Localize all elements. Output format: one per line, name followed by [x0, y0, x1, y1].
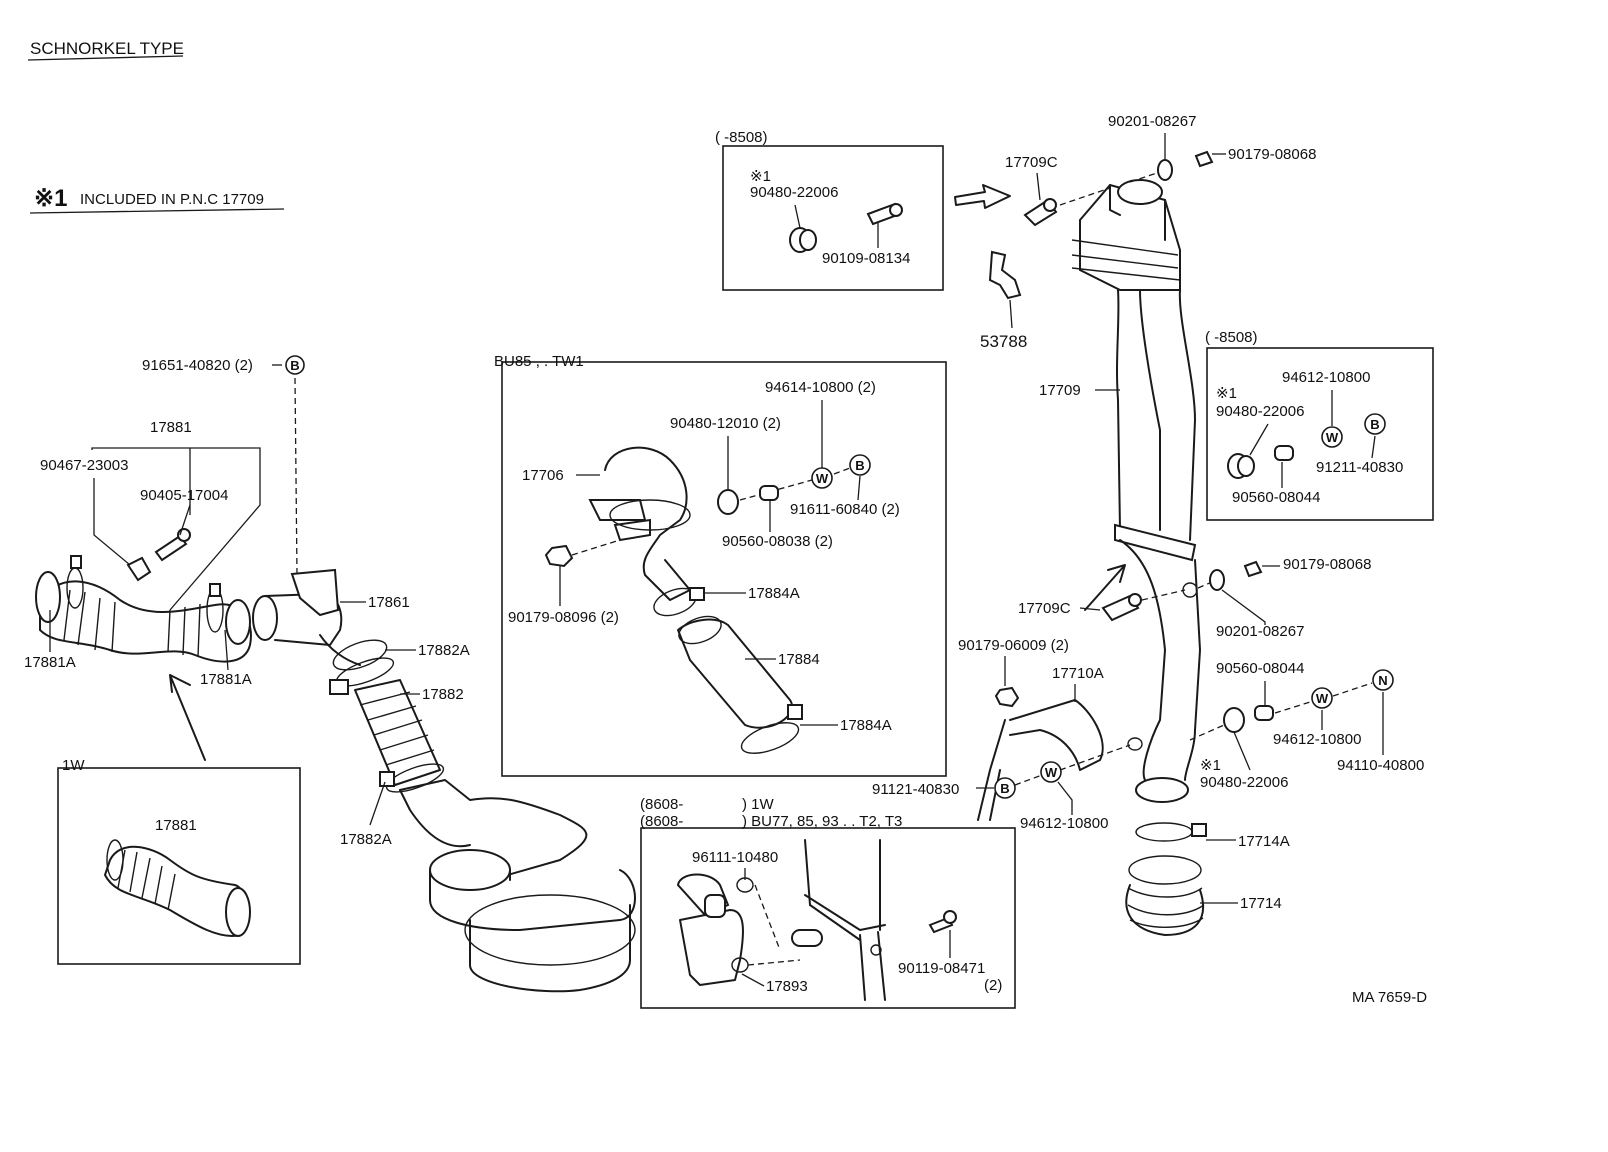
badge-b-1-text: B — [290, 358, 299, 373]
label-17714: 17714 — [1240, 895, 1282, 912]
box-top-90109-08134: 90109-08134 — [822, 250, 910, 267]
box-top-center: ( -8508) ※1 90480-22006 90109-08134 — [715, 129, 1011, 291]
box-right-94612: 94612-10800 — [1282, 369, 1370, 386]
box-right-90560: 90560-08044 — [1232, 489, 1320, 506]
box-right-90480: 90480-22006 — [1216, 403, 1304, 420]
box-bottom-90119-qty: (2) — [984, 977, 1002, 994]
badge-b-2: B — [849, 454, 871, 476]
label-90201-08267-mid: 90201-08267 — [1216, 623, 1304, 640]
box-bu85-90179: 90179-08096 (2) — [508, 609, 619, 626]
badge-w-2-text: W — [1316, 691, 1329, 706]
label-17709: 17709 — [1039, 382, 1081, 399]
box-bu85-91611: 91611-60840 (2) — [790, 501, 900, 518]
box-bu85-90560: 90560-08038 (2) — [722, 533, 833, 550]
box-bu85-title: BU85 , . TW1 — [494, 353, 584, 370]
badge-w-1: W — [811, 467, 833, 489]
label-94612-10800-b: 94612-10800 — [1020, 815, 1108, 832]
label-17709C-top: 17709C — [1005, 154, 1058, 171]
box-bottom-17893: 17893 — [766, 978, 808, 995]
label-mark1-lower: ※1 — [1200, 757, 1221, 774]
label-17882A-bottom: 17882A — [340, 831, 392, 848]
box-1w-title: 1W — [62, 757, 85, 774]
label-17714A: 17714A — [1238, 833, 1290, 850]
badge-n-1-text: N — [1378, 673, 1387, 688]
label-90179-08068-top: 90179-08068 — [1228, 146, 1316, 163]
box-bottom-90119: 90119-08471 — [898, 960, 985, 977]
label-90405-17004: 90405-17004 — [140, 487, 228, 504]
label-17882: 17882 — [422, 686, 464, 703]
label-90560-08044: 90560-08044 — [1216, 660, 1304, 677]
label-17709C-mid: 17709C — [1018, 600, 1071, 617]
label-94612-10800-a: 94612-10800 — [1273, 731, 1361, 748]
badge-w-3-text: W — [1045, 765, 1058, 780]
badge-b-3: B — [994, 777, 1016, 799]
note-text: INCLUDED IN P.N.C 17709 — [80, 191, 264, 208]
box-top-90480-22006: 90480-22006 — [750, 184, 838, 201]
label-17710A: 17710A — [1052, 665, 1104, 682]
label-17861: 17861 — [368, 594, 410, 611]
label-90467-23003: 90467-23003 — [40, 457, 128, 474]
box-bu85-17884A-top: 17884A — [748, 585, 800, 602]
badge-w-1-text: W — [816, 471, 829, 486]
note-mark: ※1 — [34, 185, 67, 212]
box-bu85-90480: 90480-12010 (2) — [670, 415, 781, 432]
badge-b-4: B — [1364, 413, 1386, 435]
box-bottom-line2b: ) BU77, 85, 93 . . T2, T3 — [742, 813, 902, 830]
diagram-title: SCHNORKEL TYPE — [30, 39, 184, 58]
box-bu85-94614: 94614-10800 (2) — [765, 379, 876, 396]
badge-b-3-text: B — [1000, 781, 1009, 796]
box-bu85-17884: 17884 — [778, 651, 820, 668]
snorkel-assembly — [977, 150, 1373, 936]
label-53788: 53788 — [980, 332, 1027, 351]
label-17881A-mid: 17881A — [200, 671, 252, 688]
label-90201-08267-top: 90201-08267 — [1108, 113, 1196, 130]
box-bu85: BU85 , . TW1 94614-10800 (2) 90480-12010… — [494, 353, 947, 777]
badge-w-3: W — [1040, 761, 1062, 783]
drawing-code: MA 7659-D — [1352, 989, 1427, 1006]
label-90480-22006-lower: 90480-22006 — [1200, 774, 1288, 791]
box-right: ( -8508) 94612-10800 ※1 90480-22006 9121… — [1205, 329, 1434, 521]
box-bu85-17706: 17706 — [522, 467, 564, 484]
label-94110-40800: 94110-40800 — [1337, 757, 1424, 774]
badge-w-2: W — [1311, 687, 1333, 709]
box-bottom-line1a: (8608- — [640, 796, 683, 813]
box-bottom-line2a: (8608- — [640, 813, 683, 830]
box-bottom-96111: 96111-10480 — [692, 849, 778, 866]
badge-b-2-text: B — [855, 458, 864, 473]
box-right-91211: 91211-40830 — [1316, 459, 1403, 476]
left-intake-hose-assembly — [35, 377, 636, 993]
box-right-range: ( -8508) — [1205, 329, 1258, 346]
box-top-mark: ※1 — [750, 168, 771, 185]
badge-b-4-text: B — [1370, 417, 1379, 432]
badge-w-4: W — [1321, 426, 1343, 448]
label-17881: 17881 — [150, 419, 192, 436]
label-17881A-left: 17881A — [24, 654, 76, 671]
box-bottom: (8608- ) 1W (8608- ) BU77, 85, 93 . . T2… — [640, 796, 1016, 1009]
box-right-mark: ※1 — [1216, 385, 1237, 402]
label-91651-40820: 91651-40820 (2) — [142, 357, 253, 374]
badge-w-4-text: W — [1326, 430, 1339, 445]
box-bu85-17884A-bottom: 17884A — [840, 717, 892, 734]
box-top-range: ( -8508) — [715, 129, 768, 146]
label-90179-06009: 90179-06009 (2) — [958, 637, 1069, 654]
box-1w-17881: 17881 — [155, 817, 197, 834]
label-91121-40830: 91121-40830 — [872, 781, 959, 798]
badge-n-1: N — [1372, 669, 1394, 691]
box-1w: 1W 17881 — [57, 757, 301, 965]
badge-b-1: B — [285, 355, 305, 375]
box-bottom-line1b: ) 1W — [742, 796, 775, 813]
label-17882A-top: 17882A — [418, 642, 470, 659]
label-90179-08068-mid: 90179-08068 — [1283, 556, 1371, 573]
